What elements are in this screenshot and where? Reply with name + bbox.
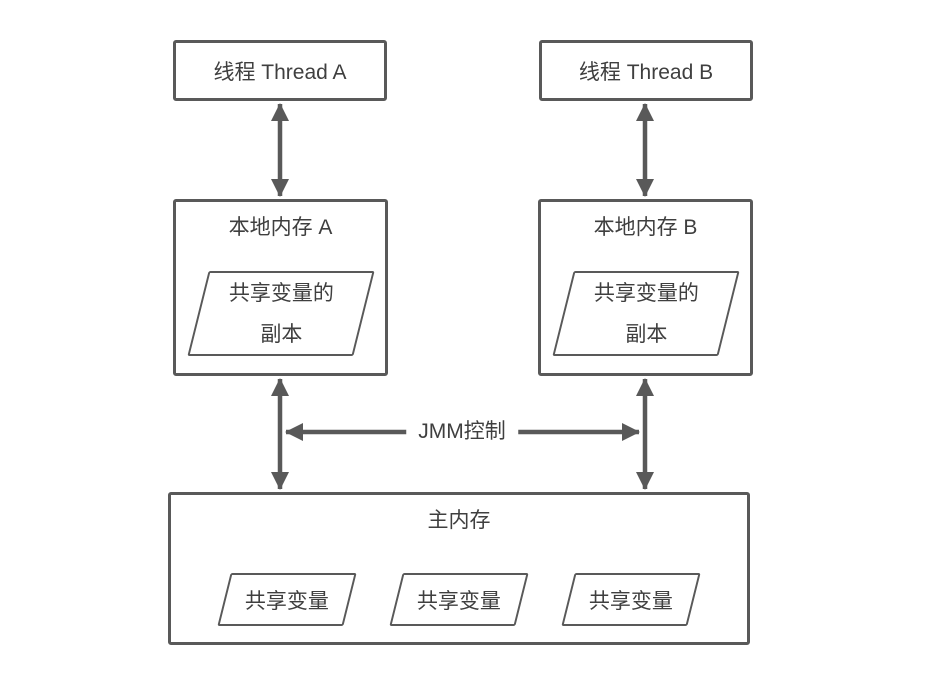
local-memory-b-box: 本地内存 B 共享变量的 副本	[538, 199, 753, 376]
thread-b-label: 线程 Thread B	[578, 60, 714, 84]
thread-a-box: 线程 Thread A	[173, 40, 387, 101]
shared-variable-label: 共享变量	[245, 589, 329, 613]
main-memory-box: 主内存 共享变量 共享变量 共享变量	[168, 492, 750, 645]
thread-b-box: 线程 Thread B	[539, 40, 753, 101]
jmm-control-label: JMM控制	[406, 417, 518, 447]
shared-variable-parallelogram: 共享变量	[389, 573, 529, 626]
local-memory-a-box: 本地内存 A 共享变量的 副本	[173, 199, 388, 376]
main-memory-title: 主内存	[427, 509, 491, 532]
shared-variable-copy-a-parallelogram: 共享变量的 副本	[186, 271, 375, 356]
shared-variable-label: 共享变量	[417, 589, 501, 613]
shared-variable-parallelogram: 共享变量	[561, 573, 701, 626]
thread-a-label: 线程 Thread A	[213, 60, 347, 84]
shared-variables-row: 共享变量 共享变量 共享变量	[217, 573, 701, 626]
shared-variable-copy-a-label: 共享变量的 副本	[228, 281, 333, 346]
local-memory-a-title: 本地内存 A	[228, 216, 333, 239]
shared-variable-copy-b-label: 共享变量的 副本	[593, 281, 698, 346]
shared-variable-parallelogram: 共享变量	[217, 573, 357, 626]
shared-variable-label: 共享变量	[589, 589, 673, 613]
shared-variable-copy-b-parallelogram: 共享变量的 副本	[551, 271, 740, 356]
local-memory-b-title: 本地内存 B	[593, 216, 698, 239]
